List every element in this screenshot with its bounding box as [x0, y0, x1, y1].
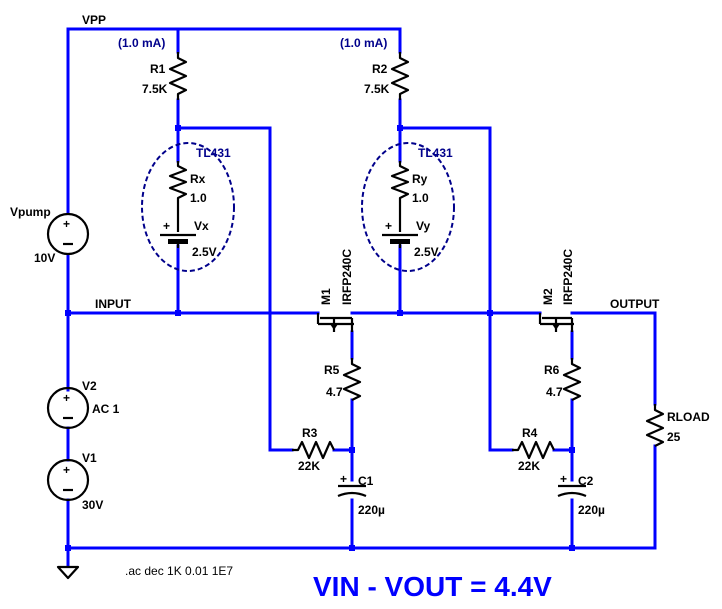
junction-gnd-c1	[349, 545, 355, 551]
junction-r1	[175, 125, 181, 131]
v2-symbol	[46, 386, 90, 430]
m2-name: M2	[541, 288, 555, 305]
rx-value: 1.0	[190, 191, 207, 205]
r5-name: R5	[324, 363, 340, 377]
ry-name: Ry	[412, 172, 428, 186]
r1-symbol	[168, 52, 188, 100]
c2-value: 220µ	[578, 503, 605, 517]
junction-c1	[349, 447, 355, 453]
r3-name: R3	[302, 426, 318, 440]
r4-symbol	[512, 440, 555, 460]
vpump-name: Vpump	[10, 205, 51, 219]
r2-value: 7.5K	[364, 82, 390, 96]
resistors	[168, 52, 665, 460]
spice-directive: .ac dec 1K 0.01 1E7	[125, 564, 233, 578]
junction-m1m2	[487, 310, 493, 316]
net-input: INPUT	[95, 297, 132, 311]
r1-name: R1	[150, 62, 166, 76]
r6-symbol	[562, 358, 582, 401]
r3-value: 22K	[298, 459, 320, 473]
current-left: (1.0 mA)	[118, 36, 165, 50]
rx-symbol	[168, 161, 188, 203]
rx-name: Rx	[190, 172, 206, 186]
v1-symbol	[46, 458, 90, 502]
labels: VPP INPUT OUTPUT (1.0 mA) (1.0 mA) R1 7.…	[10, 13, 710, 602]
vx-name: Vx	[194, 219, 209, 233]
v1-name: V1	[82, 451, 97, 465]
rload-value: 25	[667, 430, 681, 444]
tl431-left-label: TL431	[196, 146, 231, 160]
vpump-plus: +	[63, 217, 70, 231]
r6-name: R6	[544, 363, 560, 377]
v2-name: V2	[82, 379, 97, 393]
junction-gnd-left	[65, 545, 71, 551]
ground-symbol	[56, 565, 80, 580]
tl431-right-label: TL431	[418, 146, 453, 160]
vy-value: 2.5V	[414, 245, 439, 259]
m2-value: IRFP240C	[561, 249, 575, 305]
headline-equation: VIN - VOUT = 4.4V	[313, 571, 552, 602]
r2-name: R2	[372, 62, 388, 76]
mosfet-m1	[316, 313, 354, 332]
net-output: OUTPUT	[610, 297, 660, 311]
r6-value: 4.7	[546, 385, 563, 399]
c2-plate-bottom	[557, 491, 587, 498]
tl431-left-outline	[141, 142, 235, 272]
c2-name: C2	[578, 474, 594, 488]
vy-plate-short	[390, 239, 410, 244]
r5-symbol	[342, 358, 362, 401]
ry-symbol	[390, 161, 410, 203]
r2-symbol	[390, 52, 410, 100]
r5-value: 4.7	[326, 385, 343, 399]
voltage-sources: + + +	[46, 212, 90, 502]
ry-value: 1.0	[412, 191, 429, 205]
current-right: (1.0 mA)	[340, 36, 387, 50]
tl431-right-group: +	[361, 142, 455, 272]
junctions	[65, 125, 575, 551]
vy-plus-sign: +	[385, 219, 392, 233]
r4-name: R4	[522, 426, 538, 440]
junction-vy	[397, 310, 403, 316]
vx-plate-short	[168, 239, 188, 244]
v2-plus: +	[63, 391, 70, 405]
junction-input-left	[65, 310, 71, 316]
c2-plus: +	[560, 472, 567, 486]
vy-name: Vy	[416, 219, 431, 233]
vx-plus-sign: +	[163, 219, 170, 233]
c1-name: C1	[358, 474, 374, 488]
ground-icon	[56, 565, 80, 580]
rload-symbol	[645, 404, 665, 447]
tl431-left-group: +	[141, 142, 235, 272]
r1-value: 7.5K	[142, 82, 168, 96]
c1-value: 220µ	[358, 503, 385, 517]
vx-value: 2.5V	[192, 245, 217, 259]
m1-arrow	[330, 324, 338, 330]
capacitor-c2: +	[557, 472, 587, 498]
m1-name: M1	[319, 288, 333, 305]
c1-plus: +	[340, 472, 347, 486]
mosfet-m2	[538, 313, 574, 332]
vpump-symbol	[46, 212, 90, 256]
r4-value: 22K	[518, 459, 540, 473]
tl431-right-outline	[361, 142, 455, 272]
capacitor-c1: +	[337, 472, 367, 498]
m1-value: IRFP240C	[340, 249, 354, 305]
junction-gnd-c2	[569, 545, 575, 551]
r3-symbol	[292, 440, 335, 460]
junction-r2	[397, 125, 403, 131]
c1-plate-bottom	[337, 491, 367, 498]
junction-c2	[569, 447, 575, 453]
v1-plus: +	[63, 463, 70, 477]
junction-input-vx	[175, 310, 181, 316]
v2-value: AC 1	[92, 402, 120, 416]
v1-value: 30V	[82, 498, 103, 512]
vpump-value: 10V	[34, 251, 55, 265]
rload-name: RLOAD	[667, 410, 710, 424]
m2-arrow	[552, 324, 560, 330]
net-vpp: VPP	[82, 13, 106, 27]
